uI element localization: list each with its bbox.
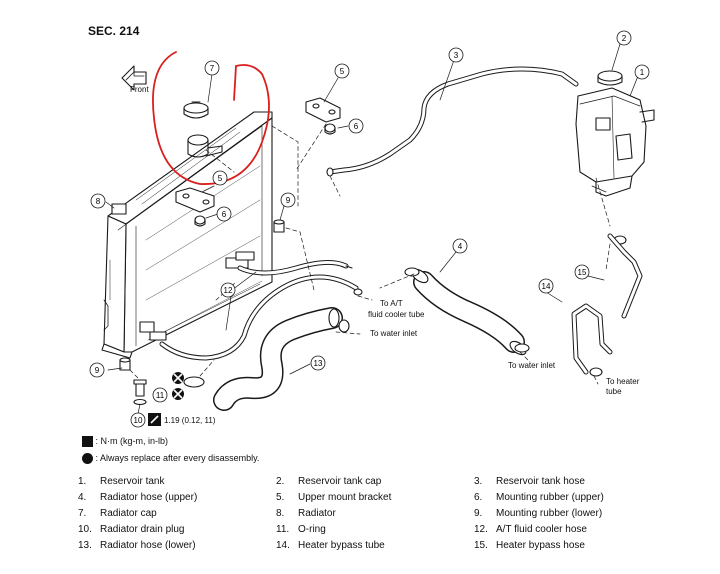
radiator-hose-lower xyxy=(213,307,343,411)
section-title: SEC. 214 xyxy=(88,24,140,38)
torque-wrench-icon xyxy=(148,413,161,426)
reservoir-tank xyxy=(575,87,655,197)
reservoir-tank-cap xyxy=(597,70,623,86)
part-item: 15.Heater bypass hose xyxy=(474,540,585,551)
callout-9: 9 xyxy=(89,362,105,378)
svg-text:6: 6 xyxy=(222,210,227,219)
hand-drawn-annotation-circle xyxy=(152,51,270,185)
mounting-rubber-upper xyxy=(194,215,206,227)
svg-text:12: 12 xyxy=(224,286,233,295)
svg-text:15: 15 xyxy=(578,268,587,277)
to-water-inlet-label: To water inlet xyxy=(508,361,556,370)
callout-3: 3 xyxy=(448,47,464,63)
part-item: 4.Radiator hose (upper) xyxy=(78,492,198,503)
callout-10: 10 xyxy=(130,412,146,428)
callout-4: 4 xyxy=(452,238,468,254)
svg-text:1: 1 xyxy=(640,68,645,77)
legend-replace: : Always replace after every disassembly… xyxy=(82,453,260,465)
torque-wrench-icon xyxy=(82,436,93,448)
part-item: 2.Reservoir tank cap xyxy=(276,476,382,487)
callout-11: 11 xyxy=(152,387,168,403)
leader-lines xyxy=(105,43,639,415)
svg-text:5: 5 xyxy=(218,174,223,183)
callout-9: 9 xyxy=(280,192,296,208)
svg-text:10: 10 xyxy=(134,416,143,425)
hose-clamp xyxy=(183,235,627,388)
svg-text:13: 13 xyxy=(314,359,323,368)
svg-text:6: 6 xyxy=(354,122,359,131)
part-item: 12.A/T fluid cooler hose xyxy=(474,524,587,535)
callout-14: 14 xyxy=(538,278,554,294)
mounting-rubber-lower xyxy=(119,357,131,371)
part-item: 3.Reservoir tank hose xyxy=(474,476,585,487)
svg-text:4: 4 xyxy=(458,242,463,251)
callout-6: 6 xyxy=(348,118,364,134)
mounting-rubber-upper xyxy=(324,123,336,135)
svg-text:9: 9 xyxy=(95,366,100,375)
radiator-cap xyxy=(183,101,209,119)
radiator xyxy=(101,111,273,359)
at-fluid-cooler-hose xyxy=(159,260,363,361)
mounting-rubber-lower xyxy=(273,219,285,233)
callout-group: 1 2 3 4 5 5 6 6 7 8 9 9 10 11 12 13 14 1… xyxy=(89,30,650,428)
callout-1: 1 xyxy=(634,64,650,80)
filler-neck xyxy=(187,134,223,158)
part-item: 9.Mounting rubber (lower) xyxy=(474,508,603,519)
part-item: 10.Radiator drain plug xyxy=(78,524,185,535)
to-water-inlet-label: To water inlet xyxy=(370,329,418,338)
front-arrow-icon xyxy=(121,65,147,91)
part-item: 1.Reservoir tank xyxy=(78,476,165,487)
callout-13: 13 xyxy=(310,355,326,371)
part-item: 8.Radiator xyxy=(276,508,336,519)
callout-8: 8 xyxy=(90,193,106,209)
callout-12: 12 xyxy=(220,282,236,298)
callout-6: 6 xyxy=(216,206,232,222)
svg-text:5: 5 xyxy=(340,67,345,76)
callout-2: 2 xyxy=(616,30,632,46)
part-item: 5.Upper mount bracket xyxy=(276,492,392,503)
legend-torque-text: : N·m (kg-m, in-lb) xyxy=(95,436,169,446)
upper-mount-bracket xyxy=(305,97,341,123)
radiator-hose-upper xyxy=(411,268,527,356)
legend-replace-text: : Always replace after every disassembly… xyxy=(95,453,260,463)
callout-7: 7 xyxy=(204,60,220,76)
callout-15: 15 xyxy=(574,264,590,280)
callout-5: 5 xyxy=(212,170,228,186)
part-item: 7.Radiator cap xyxy=(78,508,157,519)
part-item: 6.Mounting rubber (upper) xyxy=(474,492,604,503)
svg-text:14: 14 xyxy=(542,282,551,291)
upper-mount-bracket xyxy=(175,187,215,213)
part-item: 11.O-ring xyxy=(276,524,326,535)
drain-plug xyxy=(133,379,147,397)
svg-text:3: 3 xyxy=(454,51,459,60)
heater-bypass-hose xyxy=(607,233,643,319)
callout-5: 5 xyxy=(334,63,350,79)
svg-text:11: 11 xyxy=(156,391,165,400)
svg-text:2: 2 xyxy=(622,34,627,43)
reservoir-tank-hose xyxy=(326,66,579,177)
front-label: Front xyxy=(130,85,149,94)
svg-text:9: 9 xyxy=(286,196,291,205)
replace-symbol-icon xyxy=(172,372,184,384)
torque-value: 1.19 (0.12, 11) xyxy=(164,416,216,425)
legend-torque: : N·m (kg-m, in-lb) xyxy=(82,436,169,448)
part-item: 13.Radiator hose (lower) xyxy=(78,540,196,551)
replace-symbol-icon xyxy=(82,453,93,465)
svg-text:7: 7 xyxy=(210,64,215,73)
parts-list: 1.Reservoir tank 2.Reservoir tank cap 3.… xyxy=(78,476,708,556)
heater-bypass-tube xyxy=(571,303,613,375)
part-item: 14.Heater bypass tube xyxy=(276,540,385,551)
replace-symbol-icon xyxy=(172,388,184,400)
svg-text:8: 8 xyxy=(96,197,101,206)
